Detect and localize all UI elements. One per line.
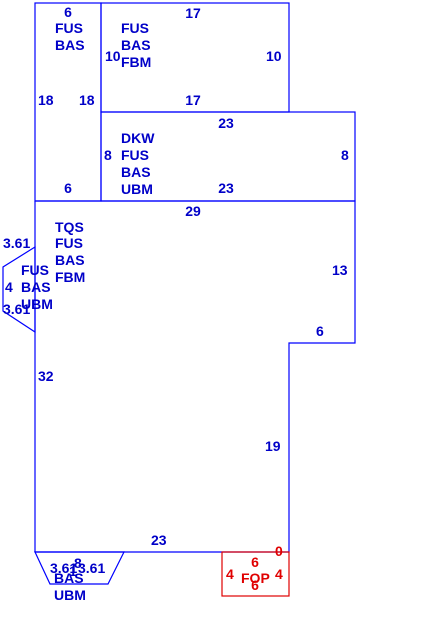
- dim-label: 1: [69, 563, 77, 579]
- dim-label: 3.61: [3, 301, 30, 317]
- code-label: FUS: [55, 20, 83, 36]
- code-label: FUS: [121, 20, 149, 36]
- dim-label: 23: [218, 115, 234, 131]
- code-label: DKW: [121, 130, 155, 146]
- dim-label: 13: [332, 262, 348, 278]
- code-label: BAS: [121, 37, 151, 53]
- room-main: 29 TQS FUS BAS FBM 13 6 19 23 32: [38, 203, 348, 548]
- code-label: UBM: [21, 296, 53, 312]
- dim-label: 8: [341, 147, 349, 163]
- dim-label: 6: [251, 554, 259, 570]
- bottom-bay: 8 3.61 3.61 1 BAS UBM: [50, 555, 105, 603]
- code-label: UBM: [54, 587, 86, 603]
- porch-outline: [221, 551, 290, 597]
- bottom-bay-outline: [34, 551, 125, 585]
- code-label: BAS: [54, 570, 84, 586]
- code-label: FBM: [55, 269, 85, 285]
- dim-label: 0: [275, 543, 283, 559]
- dim-label: 8: [74, 555, 82, 571]
- dim-label: 6: [64, 180, 72, 196]
- code-label: FUS: [55, 235, 83, 251]
- dim-label: 19: [265, 438, 281, 454]
- code-label: BAS: [55, 252, 85, 268]
- dim-label: 6: [64, 4, 72, 20]
- code-label: TQS: [55, 219, 84, 235]
- dim-label: 23: [151, 532, 167, 548]
- side-bay-outline: [2, 245, 36, 334]
- dim-label: 17: [185, 5, 201, 21]
- dim-label: 32: [38, 368, 54, 384]
- dim-label: 23: [218, 180, 234, 196]
- dim-label: 18: [38, 92, 54, 108]
- code-label: UBM: [121, 181, 153, 197]
- code-label: BAS: [55, 37, 85, 53]
- dim-label: 29: [185, 203, 201, 219]
- room-top-right: 17 FUS BAS FBM 10 10 17: [105, 5, 282, 108]
- side-bay: 3.61 FUS 4 BAS UBM 3.61: [3, 235, 53, 317]
- code-label: FUS: [121, 147, 149, 163]
- porch: 0 6 4 FOP 4 6: [226, 543, 283, 593]
- dim-label: 10: [105, 48, 121, 64]
- code-label: BAS: [21, 279, 51, 295]
- dim-label: 6: [316, 323, 324, 339]
- room-mid: 23 DKW FUS BAS UBM 8 8 23: [104, 115, 349, 197]
- dim-label: 18: [79, 92, 95, 108]
- dim-label: 3.61: [78, 560, 105, 576]
- room-top-left: 6 FUS BAS 18 18 6: [38, 4, 95, 196]
- code-label: BAS: [121, 164, 151, 180]
- dim-label: 3.61: [50, 560, 77, 576]
- dim-label: 10: [266, 48, 282, 64]
- dim-label: 8: [104, 147, 112, 163]
- walls: [2, 2, 356, 597]
- code-label: FBM: [121, 54, 151, 70]
- code-label: FUS: [21, 262, 49, 278]
- dim-label: 6: [251, 577, 259, 593]
- dim-label: 3.61: [3, 235, 30, 251]
- dim-label: 17: [185, 92, 201, 108]
- code-label: FOP: [241, 570, 270, 586]
- dim-label: 4: [275, 566, 283, 582]
- dim-label: 4: [226, 566, 234, 582]
- dim-label: 4: [5, 279, 13, 295]
